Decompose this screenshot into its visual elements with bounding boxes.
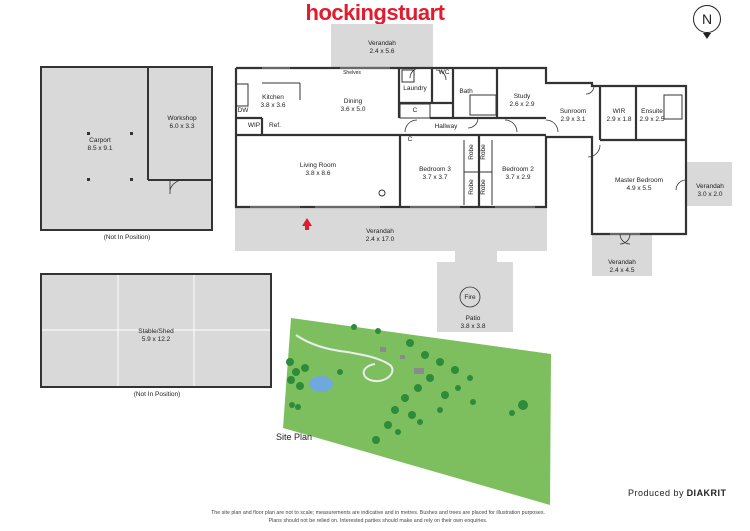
producer-credit: Produced by DIAKRIT (628, 488, 727, 498)
label-shelves: Shelves (343, 70, 361, 76)
patio-steps (455, 251, 497, 262)
label-not-in-position-carport: (Not In Position) (103, 234, 151, 241)
compass-pointer-icon (703, 33, 711, 39)
disclaimer-line-1: The site plan and floor plan are not to … (211, 510, 545, 516)
site-trees (286, 324, 528, 444)
verandah-top-area (331, 24, 433, 68)
label-robe-4: Robe (468, 179, 475, 195)
label-wc: WC (438, 69, 450, 76)
compass-north-icon: N (693, 5, 721, 33)
disclaimer: The site plan and floor plan are not to … (188, 509, 568, 525)
verandah-east-area (686, 162, 732, 206)
fire-pit-icon (459, 286, 481, 308)
brand-logo: hockingstuart (305, 0, 445, 25)
verandah-front-area (235, 207, 547, 251)
site-dam-icon (309, 376, 333, 392)
label-robe-3: Robe (468, 144, 475, 160)
label-cupboard-2: C (407, 136, 413, 143)
label-hallway: Hallway (434, 123, 458, 130)
label-cupboard-1: C (412, 107, 418, 114)
disclaimer-line-2: Plans should not be relied on. Intereste… (268, 518, 488, 524)
label-robe-1: Robe (480, 144, 487, 160)
label-bath: Bath (459, 88, 473, 95)
label-dw: DW (237, 107, 249, 114)
site-plan-label: Site Plan (276, 432, 313, 442)
label-laundry: Laundry (403, 85, 427, 92)
site-driveway (295, 334, 394, 383)
producer-prefix: Produced by (628, 488, 685, 498)
producer-name: DIAKRIT (686, 488, 727, 498)
entry-arrow-icon (302, 218, 312, 226)
verandah-master-area (592, 234, 652, 276)
label-fire: Fire (464, 294, 476, 301)
label-robe-2: Robe (480, 179, 487, 195)
label-wip: WIP (247, 122, 261, 129)
label-ref: Ref. (269, 122, 281, 129)
carport-wall (40, 66, 213, 231)
stable-wall (40, 273, 272, 388)
carport-area (41, 67, 212, 230)
patio-area (437, 262, 513, 332)
site-lawn (283, 318, 551, 505)
house-outline (234, 66, 688, 236)
label-not-in-position-stable: (Not In Position) (133, 391, 181, 398)
